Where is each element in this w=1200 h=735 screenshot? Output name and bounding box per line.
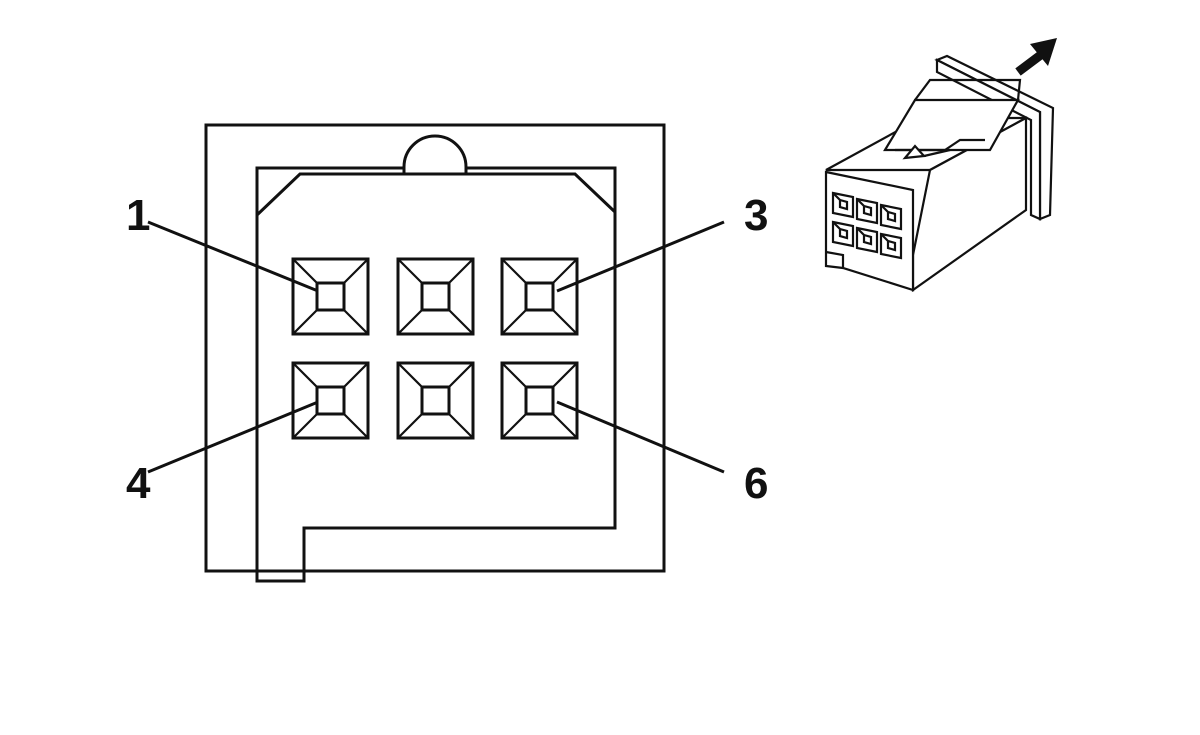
terminal-cavities	[291, 257, 579, 440]
iso-cavity-4	[831, 220, 855, 248]
connector-isometric-view	[824, 54, 1055, 293]
terminal-cavity-2	[396, 257, 475, 336]
iso-cavity-5	[855, 226, 879, 254]
arrow-up-right-icon	[1015, 38, 1057, 76]
leader-line-pin1	[147, 220, 319, 293]
leader-line-pin3	[556, 220, 725, 293]
latch-bump	[402, 134, 468, 176]
pin-label-1: 1	[126, 191, 150, 240]
terminal-cavity-1	[291, 257, 370, 336]
iso-cavity-6	[879, 232, 903, 260]
leader-lines	[147, 220, 725, 474]
leader-line-pin4	[147, 400, 319, 474]
pin-label-4: 4	[126, 459, 151, 508]
latch-finger-line	[923, 148, 951, 158]
connector-front-view	[204, 123, 666, 583]
front-face-step	[825, 250, 845, 268]
inner-shroud	[255, 166, 617, 583]
latch-finger	[902, 144, 927, 160]
body-side	[911, 116, 1028, 293]
iso-cavity-2	[855, 197, 879, 225]
terminal-cavity-6	[500, 361, 579, 440]
front-face-cavities	[831, 191, 903, 260]
latch-block-edge	[914, 78, 1022, 101]
upper-chamfer	[255, 172, 617, 217]
terminal-cavity-5	[396, 361, 475, 440]
leader-line-pin6	[556, 400, 725, 474]
pin-label-3: 3	[744, 191, 768, 240]
outer-housing	[204, 123, 666, 573]
iso-cavity-3	[879, 203, 903, 231]
terminal-cavity-4	[291, 361, 370, 440]
terminal-cavity-3	[500, 257, 579, 336]
pin-label-6: 6	[744, 459, 768, 508]
iso-cavity-1	[831, 191, 855, 219]
